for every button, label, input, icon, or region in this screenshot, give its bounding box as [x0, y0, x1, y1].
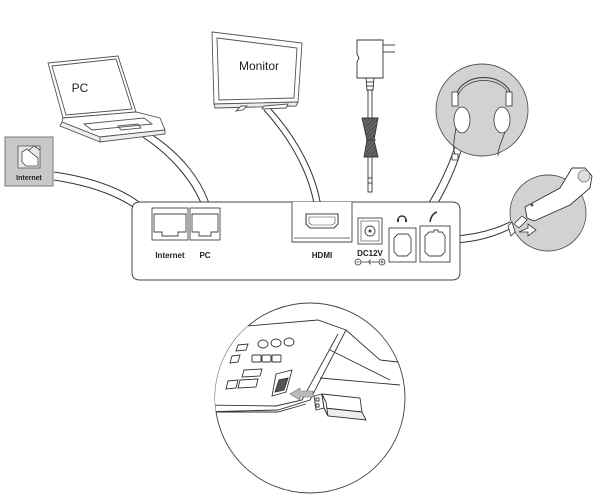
- insert-arrow-icon: [289, 387, 314, 401]
- internet-port: Internet: [151, 207, 189, 260]
- monitor-icon: Monitor: [211, 31, 303, 112]
- network-jack-icon: [17, 145, 41, 169]
- phone-rear-panel: Internet PC HDMI DC12V: [131, 201, 461, 281]
- pc-port-label: PC: [199, 251, 210, 260]
- phone-keys: [225, 337, 295, 390]
- internet-source-label: Internet: [16, 175, 42, 182]
- monitor-label: Monitor: [239, 59, 279, 73]
- hdmi-port: HDMI: [291, 202, 353, 260]
- handset-port: [419, 211, 451, 263]
- handset-port-icon: [429, 211, 438, 223]
- usb-port: [271, 369, 293, 397]
- headset-port: [388, 215, 417, 263]
- headset-port-icon: [397, 215, 407, 222]
- usb-detail-view: [214, 302, 406, 494]
- power-adapter-icon: [356, 39, 395, 193]
- insert-arrow-icon: [518, 223, 537, 237]
- internet-source: Internet: [4, 136, 54, 187]
- polarity-symbol-icon: [354, 258, 386, 266]
- pc-label: PC: [72, 81, 89, 95]
- usb-dongle-icon: [313, 393, 367, 421]
- handset-icon: [507, 167, 593, 252]
- pc-port: PC: [189, 207, 221, 260]
- laptop-icon: PC: [47, 55, 166, 143]
- hdmi-port-label: HDMI: [312, 251, 332, 260]
- dc-port-label: DC12V: [357, 249, 383, 258]
- internet-port-label: Internet: [155, 251, 185, 260]
- dc-power-port: DC12V: [354, 217, 386, 266]
- headset-icon: [435, 63, 529, 161]
